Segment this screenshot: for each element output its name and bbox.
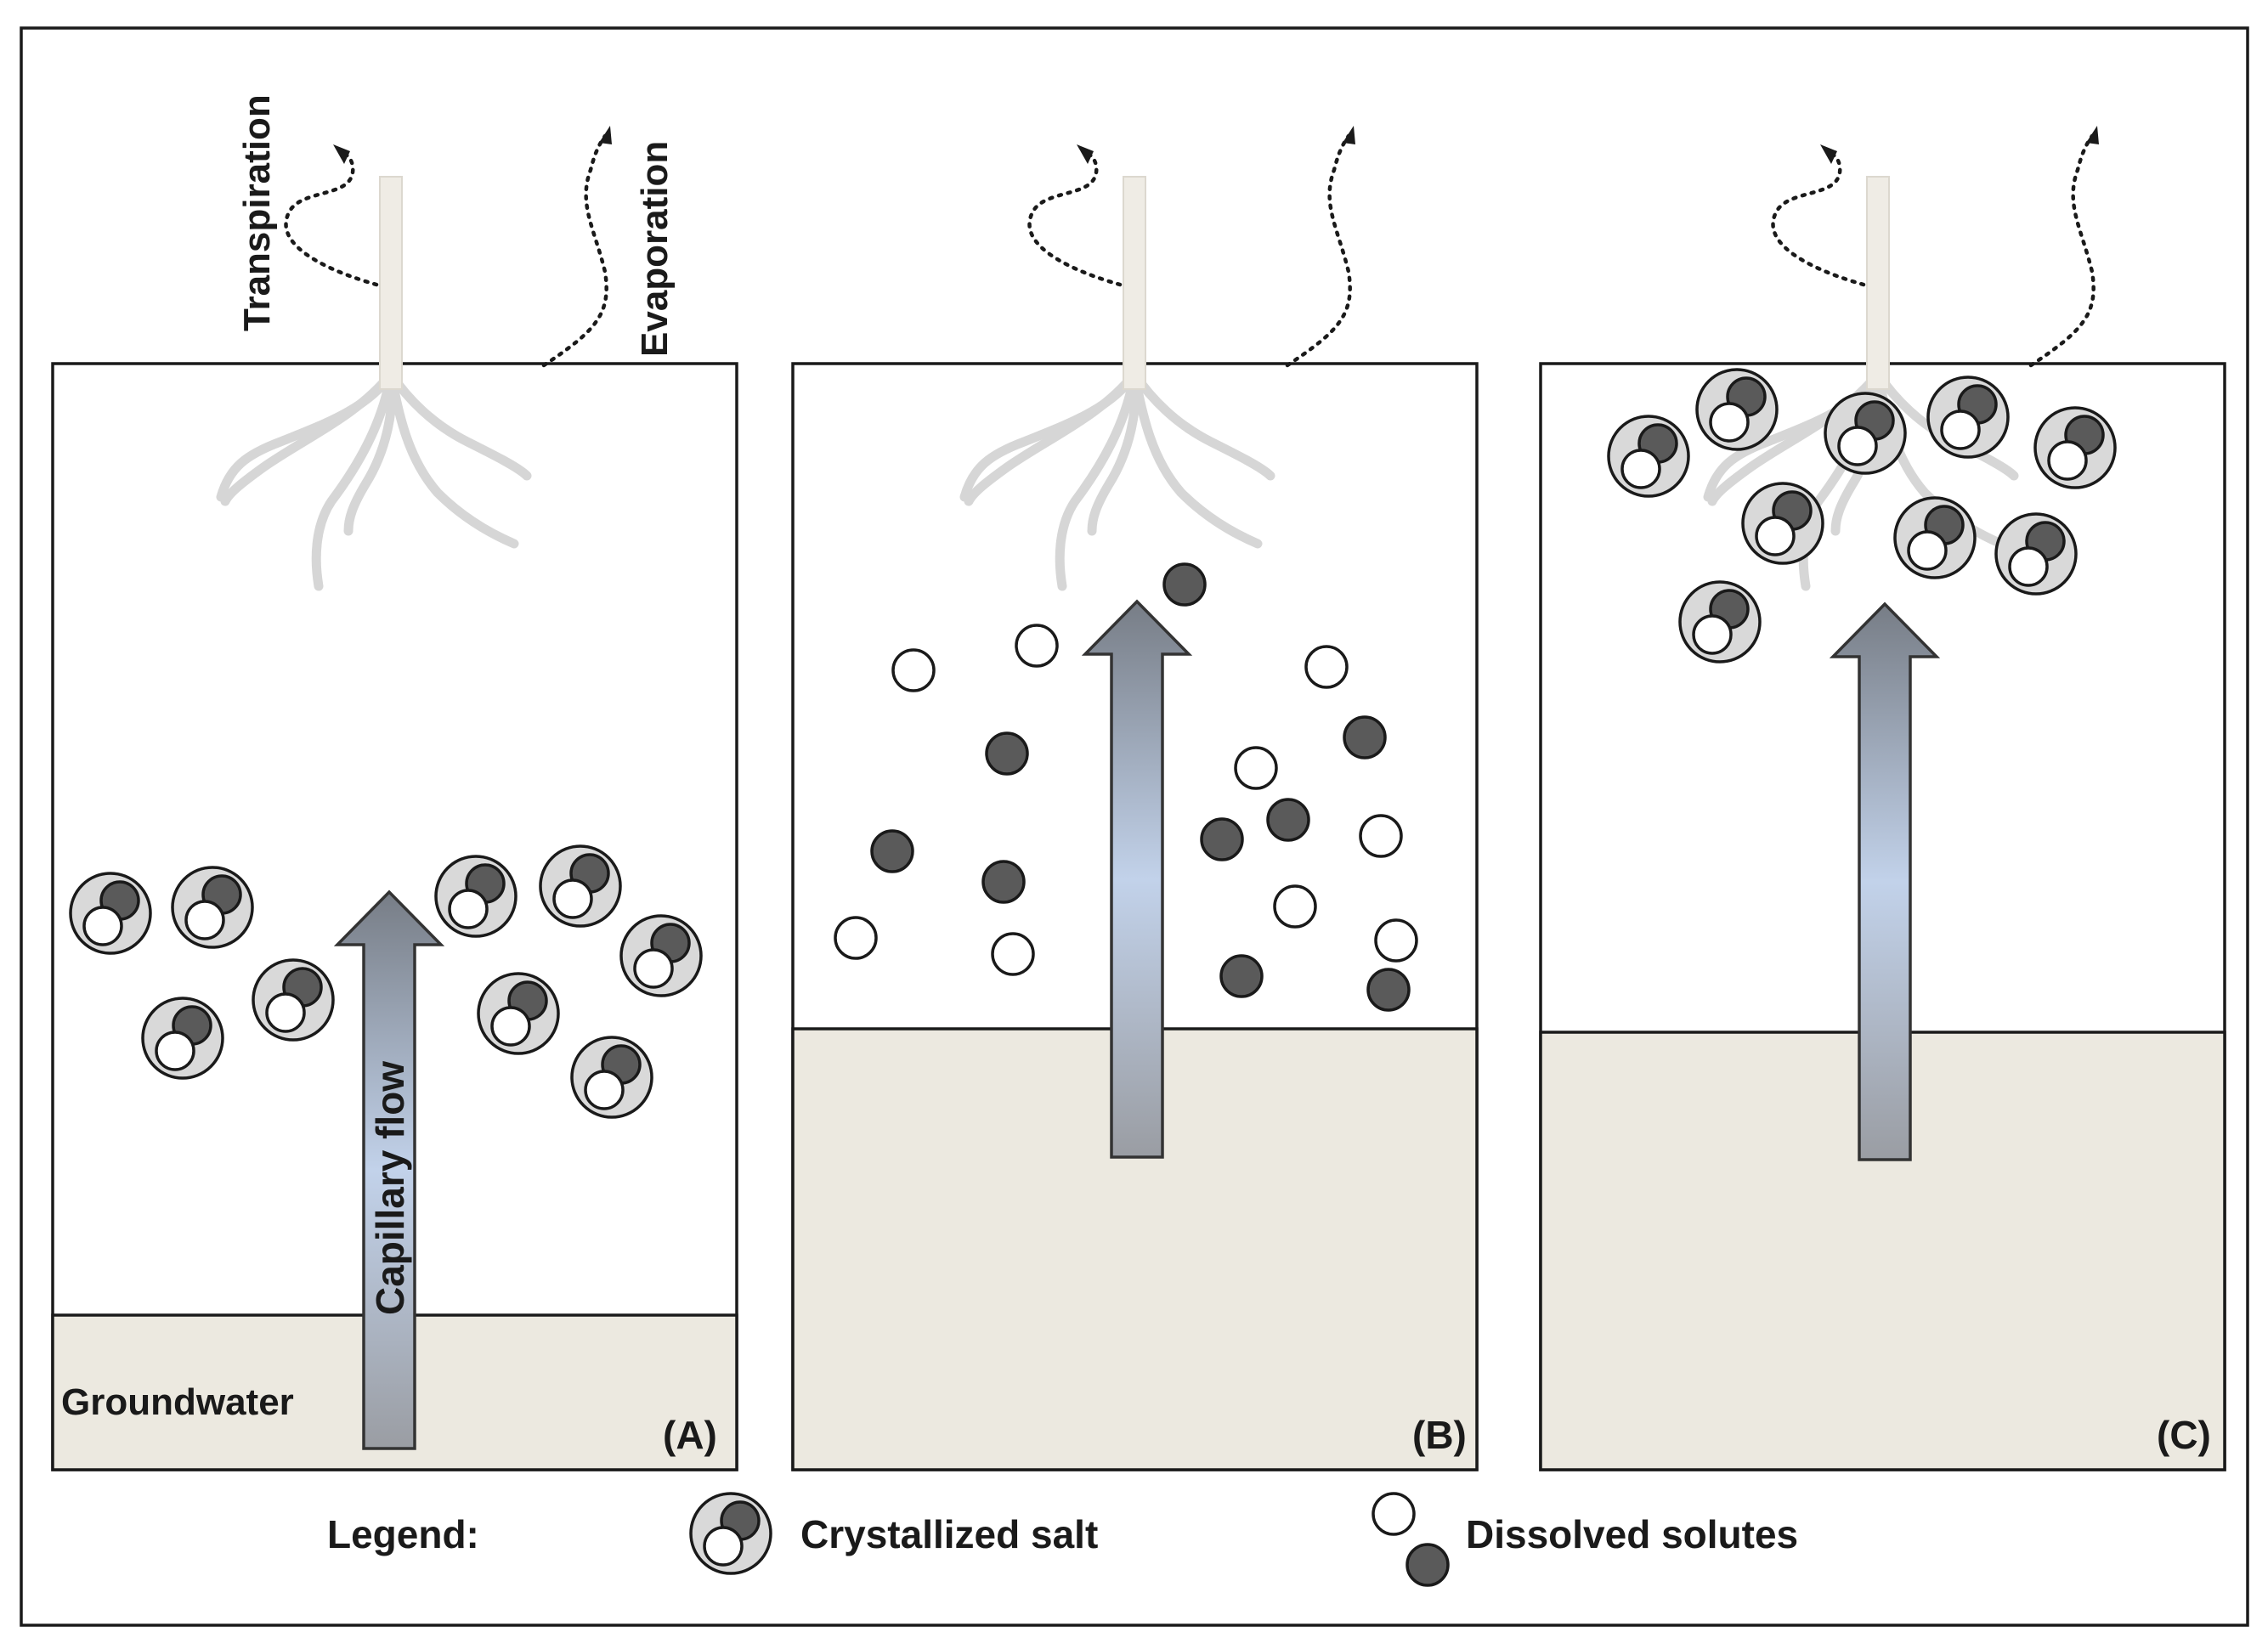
crystal-salt bbox=[434, 855, 518, 938]
legend-crystallized-salt-label: Crystallized salt bbox=[800, 1512, 1098, 1556]
dissolved-solute-dark bbox=[1366, 968, 1411, 1012]
dissolved-solute-dark bbox=[1219, 954, 1264, 998]
groundwater-label: Groundwater bbox=[61, 1381, 294, 1423]
capillary-flow-label: Capillary flow bbox=[368, 1061, 412, 1315]
crystal-salt bbox=[252, 958, 335, 1042]
dissolved-solute-white bbox=[1273, 884, 1317, 929]
crystal-salt bbox=[1994, 512, 2078, 596]
panel-b-transpiration-flux bbox=[1027, 144, 1123, 287]
dissolved-solute-dark bbox=[870, 829, 914, 873]
crystal-salt bbox=[1607, 415, 1690, 498]
crystal-salt bbox=[619, 914, 703, 997]
panel-c-stem bbox=[1866, 176, 1890, 390]
panel-b-evaporation-flux bbox=[1285, 126, 1355, 368]
panel-b-label: (B) bbox=[1412, 1413, 1467, 1457]
legend-white-solute-icon bbox=[1372, 1492, 1416, 1536]
panel-b-capillary-arrow bbox=[1081, 599, 1193, 1159]
crystal-salt bbox=[1926, 376, 2010, 459]
legend-crystal-icon bbox=[689, 1492, 772, 1575]
dissolved-solute-white bbox=[1015, 624, 1059, 668]
dissolved-solute-dark bbox=[985, 731, 1029, 776]
legend: Legend: Crystallized salt Dissolved solu… bbox=[327, 1492, 1798, 1587]
transpiration-label: Transpiration bbox=[236, 94, 278, 331]
panel-a-capillary-arrow bbox=[333, 889, 445, 1450]
crystal-salt bbox=[1678, 580, 1762, 664]
panel-c-evaporation-flux bbox=[2028, 126, 2099, 368]
crystal-salt bbox=[2033, 406, 2117, 489]
crystal-salt bbox=[141, 997, 224, 1080]
dissolved-solute-white bbox=[991, 932, 1035, 976]
dissolved-solute-dark bbox=[1162, 562, 1207, 607]
crystal-salt bbox=[1741, 482, 1824, 565]
panel-a: Transpiration Evaporation Capillary flow… bbox=[51, 94, 738, 1471]
dissolved-solute-dark bbox=[1266, 798, 1310, 842]
panel-c-transpiration-flux bbox=[1771, 144, 1866, 287]
crystal-salt bbox=[539, 844, 622, 928]
panel-c-label: (C) bbox=[2157, 1413, 2211, 1457]
dissolved-solute-white bbox=[1359, 814, 1403, 858]
dissolved-solute-dark bbox=[1200, 817, 1244, 861]
panel-a-label: (A) bbox=[663, 1413, 717, 1457]
crystal-salt bbox=[1824, 392, 1907, 475]
dissolved-solute-white bbox=[891, 648, 936, 692]
legend-dark-solute-icon bbox=[1405, 1543, 1450, 1587]
dissolved-solute-white bbox=[1374, 918, 1418, 963]
dissolved-solute-white bbox=[1234, 746, 1278, 790]
crystal-salt bbox=[171, 866, 254, 949]
panel-b-stem bbox=[1123, 176, 1146, 390]
dissolved-solute-dark bbox=[1343, 715, 1387, 760]
evaporation-label: Evaporation bbox=[634, 141, 676, 357]
crystal-salt bbox=[1893, 496, 1977, 579]
crystal-salt bbox=[69, 872, 152, 955]
panel-a-evaporation-flux bbox=[541, 126, 612, 368]
crystal-salt bbox=[570, 1036, 653, 1119]
panel-c: (C) bbox=[1539, 126, 2226, 1471]
panel-c-capillary-arrow bbox=[1829, 601, 1941, 1161]
crystal-salt bbox=[1695, 368, 1779, 451]
legend-dissolved-solutes-label: Dissolved solutes bbox=[1466, 1512, 1798, 1556]
panel-a-stem bbox=[379, 176, 403, 390]
panel-a-transpiration-flux bbox=[284, 144, 379, 287]
dissolved-solute-dark bbox=[981, 860, 1026, 904]
legend-title: Legend: bbox=[327, 1512, 479, 1556]
crystal-salt bbox=[477, 972, 560, 1055]
dissolved-solute-white bbox=[834, 916, 878, 960]
panel-b-roots bbox=[964, 374, 1270, 586]
panel-b: (B) bbox=[791, 126, 1479, 1471]
dissolved-solute-white bbox=[1304, 645, 1349, 689]
outer-frame bbox=[20, 26, 2249, 1627]
panel-a-roots bbox=[221, 374, 527, 586]
